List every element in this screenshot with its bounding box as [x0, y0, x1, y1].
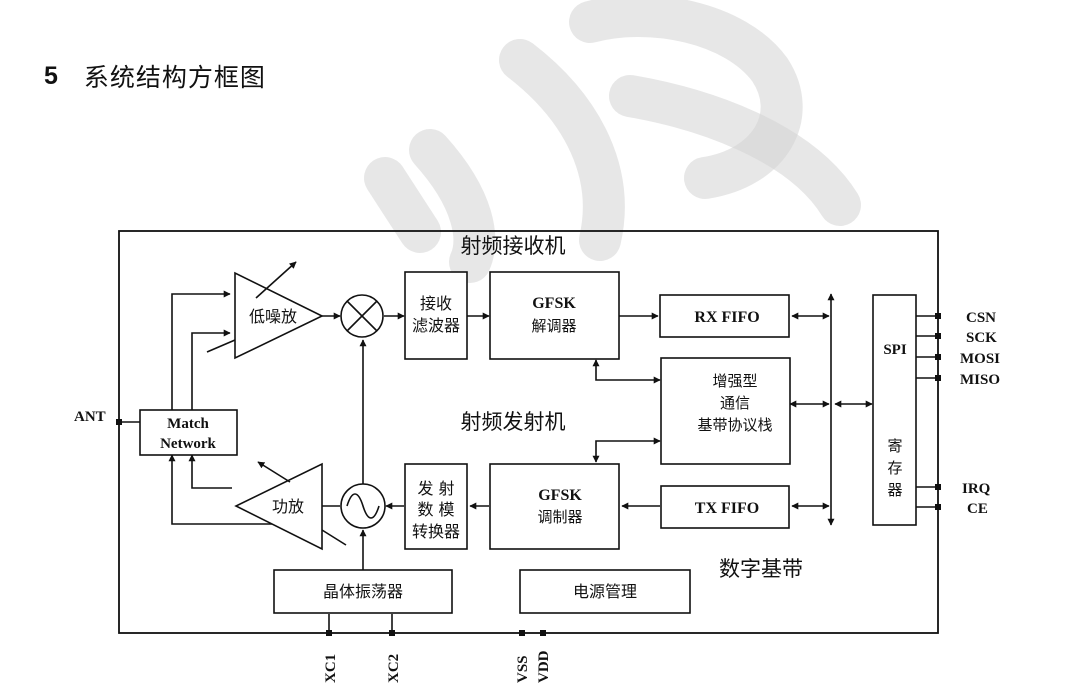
pin-sck: SCK	[966, 330, 997, 346]
mixer-symbol	[340, 294, 384, 338]
pa-block: 功放	[234, 461, 347, 551]
tx-dac-label-line1: 发 射	[417, 479, 454, 498]
rx-filter-label-line2: 滤波器	[412, 316, 460, 335]
power-management-block: 电源管理	[519, 569, 691, 614]
pin-xc2: XC2	[386, 654, 402, 683]
demod-label-line2: 解调器	[531, 317, 576, 335]
section-heading: 5 系统结构方框图	[44, 58, 266, 94]
lna-label: 低噪放	[249, 307, 297, 326]
tx-dac-block: 发 射 数 模 转换器	[404, 463, 468, 550]
watermark	[364, 0, 861, 283]
stack-label-line3: 基带协议栈	[697, 416, 772, 434]
spi-register-block: SPI 寄 存 器	[872, 294, 917, 526]
rx-fifo-block: RX FIFO	[659, 294, 790, 338]
pin-ce: CE	[967, 501, 988, 517]
crystal-label: 晶体振荡器	[323, 582, 403, 601]
pin-miso: MISO	[960, 372, 1000, 388]
power-label: 电源管理	[573, 582, 637, 601]
tx-fifo-label: TX FIFO	[695, 500, 759, 517]
stack-label-line1: 增强型	[712, 372, 757, 390]
section-number: 5	[44, 61, 58, 90]
pin-csn: CSN	[966, 310, 996, 326]
pin-xc1: XC1	[323, 654, 339, 683]
transmitter-title: 射频发射机	[461, 410, 566, 434]
lna-block: 低噪放	[206, 261, 324, 360]
demod-label-line1: GFSK	[532, 295, 576, 312]
register-label-line2: 存	[887, 459, 902, 477]
pin-vdd: VDD	[536, 650, 552, 683]
chip-boundary	[118, 230, 939, 634]
register-label-line3: 器	[887, 481, 902, 499]
gfsk-demodulator-block: GFSK 解调器	[489, 271, 620, 360]
mod-label-line2: 调制器	[537, 508, 582, 526]
stack-label-line2: 通信	[720, 394, 750, 412]
rx-filter-label-line1: 接收	[420, 294, 452, 313]
match-label-line2: Network	[160, 436, 216, 452]
rx-filter-block: 接收 滤波器	[404, 271, 468, 360]
tx-dac-label-line2: 数 模	[417, 500, 454, 519]
baseband-title: 数字基带	[719, 557, 803, 581]
oscillator-symbol	[340, 483, 386, 529]
tx-dac-label-line3: 转换器	[412, 522, 460, 541]
mod-label-line1: GFSK	[538, 487, 582, 504]
pin-ant: ANT	[74, 409, 106, 425]
gfsk-modulator-block: GFSK 调制器	[489, 463, 620, 550]
crystal-oscillator-block: 晶体振荡器	[273, 569, 453, 614]
match-network-block: Match Network	[139, 409, 238, 456]
pin-mosi: MOSI	[960, 351, 1000, 367]
spi-label: SPI	[883, 342, 907, 358]
pin-markers	[116, 313, 941, 636]
pin-irq: IRQ	[962, 481, 991, 497]
section-title: 系统结构方框图	[83, 63, 266, 92]
rx-fifo-label: RX FIFO	[694, 309, 759, 326]
register-label-line1: 寄	[887, 437, 902, 455]
pa-label: 功放	[272, 497, 304, 516]
receiver-title: 射频接收机	[461, 234, 566, 258]
protocol-stack-block: 增强型 通信 基带协议栈	[660, 357, 791, 465]
match-label-line1: Match	[167, 416, 209, 432]
tx-fifo-block: TX FIFO	[660, 485, 790, 529]
pin-vss: VSS	[515, 655, 531, 683]
